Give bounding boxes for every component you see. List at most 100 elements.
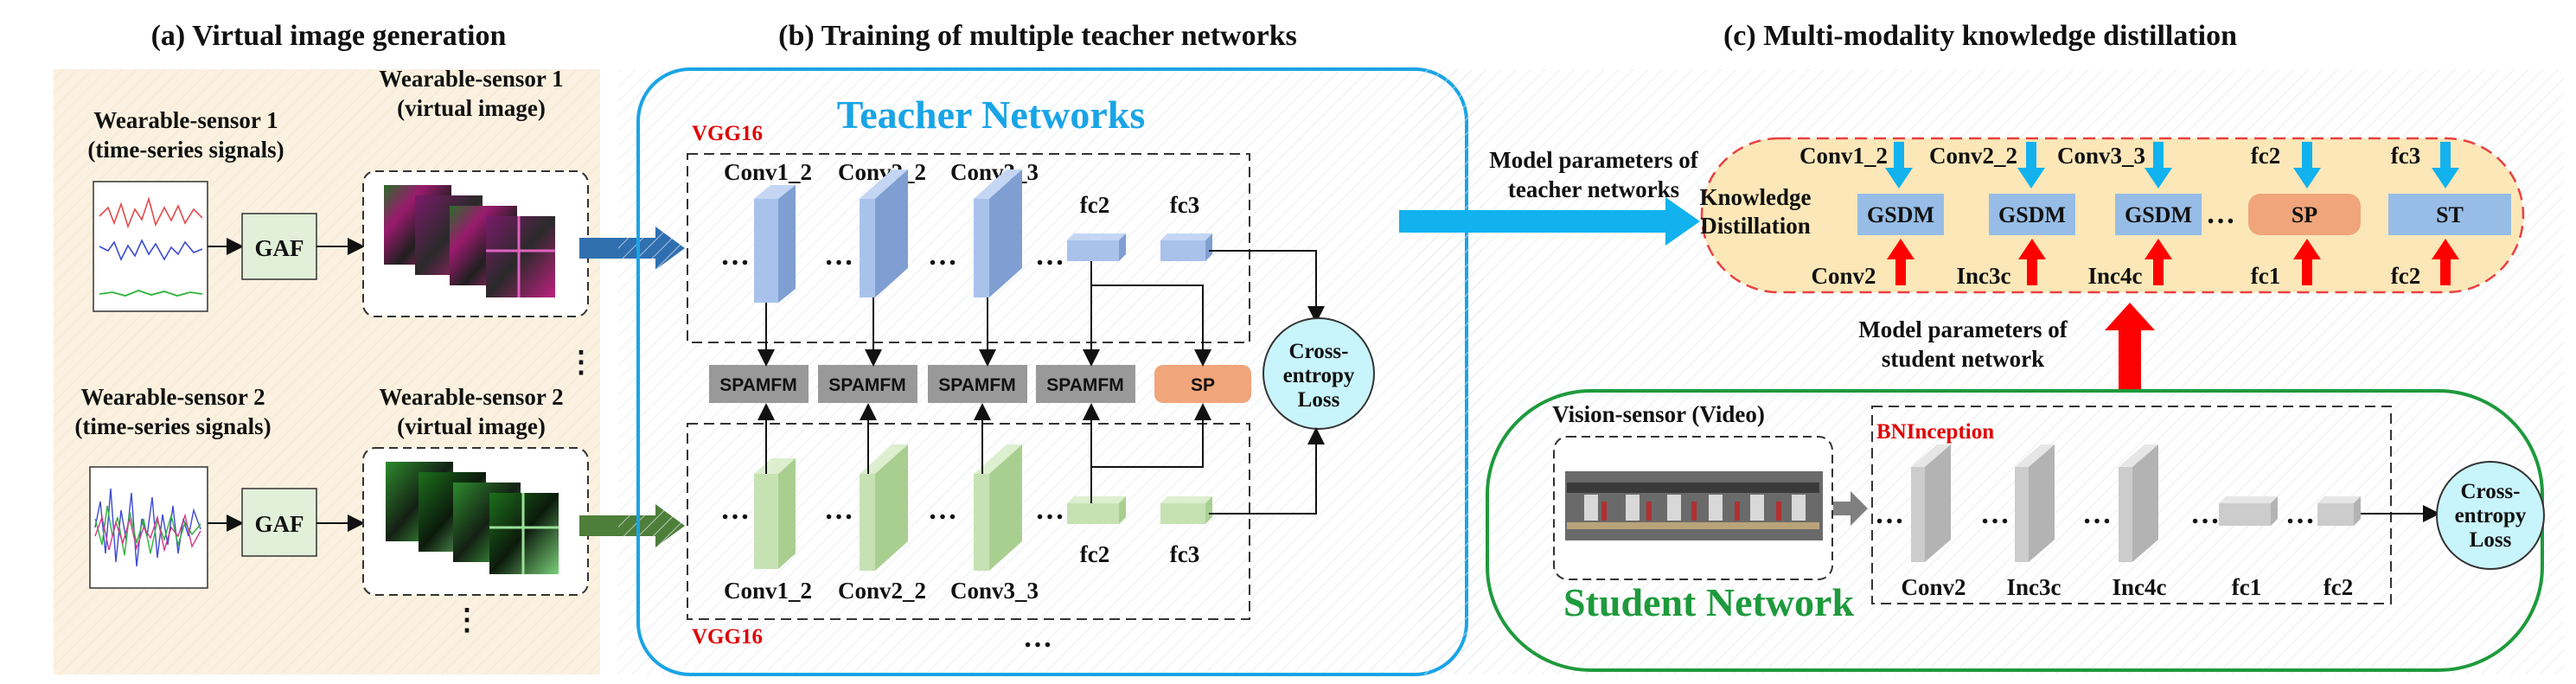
student-params-line2: student network <box>1882 346 2044 372</box>
svg-text:GSDM: GSDM <box>1867 202 1934 227</box>
top-layer-fc3: fc3 <box>1170 192 1199 218</box>
kd-ellipsis: … <box>2206 198 2235 230</box>
svg-text:…: … <box>1035 494 1064 526</box>
top-layer-conv1-2: Conv1_2 <box>724 159 812 185</box>
student-layer-conv2: Conv2 <box>1901 574 1966 600</box>
kd-student-layer-5: fc2 <box>2391 263 2420 289</box>
panel-b-title: (b) Training of multiple teacher network… <box>778 20 1297 52</box>
student-loss-circle <box>2436 461 2545 570</box>
panel-c: (c) Multi-modality knowledge distillatio… <box>1399 20 2564 674</box>
panel-a: (a) Virtual image generation Wearable-se… <box>54 20 600 674</box>
svg-text:…: … <box>928 494 957 526</box>
sensor2-sublabel: (time-series signals) <box>74 413 271 439</box>
svg-text:ST: ST <box>2436 202 2464 227</box>
svg-text:SPAMFM: SPAMFM <box>1046 375 1123 395</box>
kd-up-arrows <box>1887 239 2459 285</box>
bottom-layer-conv2-2: Conv2_2 <box>838 578 926 604</box>
sensor2-virtual-sublabel: (virtual image) <box>397 413 546 439</box>
svg-text:…: … <box>1035 240 1064 272</box>
vision-sensor-label: Vision-sensor (Video) <box>1552 401 1765 427</box>
panel-a-title: (a) Virtual image generation <box>151 20 507 52</box>
student-params-line1: Model parameters of <box>1858 316 2068 342</box>
gsdm-2 <box>1989 194 2075 235</box>
bottom-conv-blocks: … … … … <box>720 444 1212 571</box>
kd-label-line2: Distillation <box>1700 213 1811 239</box>
sensor2-virtual-label: Wearable-sensor 2 <box>379 384 563 410</box>
panel-b: (b) Training of multiple teacher network… <box>618 20 1483 676</box>
top-layer-fc2: fc2 <box>1080 192 1109 218</box>
gaf-box-1 <box>241 213 317 280</box>
fusion-row: SPAMFM SPAMFM SPAMFM SPAMFM SP <box>709 365 1251 403</box>
sensor1-label: Wearable-sensor 1 <box>93 107 278 133</box>
svg-text:…: … <box>2082 498 2112 530</box>
video-to-student-arrow <box>1833 491 1868 526</box>
student-params-arrow <box>2105 303 2155 391</box>
sp-box-kd <box>2248 194 2361 235</box>
top-to-fusion-arrows <box>757 250 1325 367</box>
svg-text:…: … <box>824 240 853 272</box>
svg-text:SP: SP <box>2292 202 2317 227</box>
gsdm-3 <box>2115 194 2202 235</box>
kd-student-layer-3: Inc4c <box>2088 263 2143 289</box>
kd-student-layer-4: fc1 <box>2251 263 2280 289</box>
teacher-params-line2: teacher networks <box>1508 176 1679 202</box>
panel-c-title: (c) Multi-modality knowledge distillatio… <box>1723 20 2237 52</box>
vgg16-bottom-label: VGG16 <box>692 625 763 649</box>
bottom-layer-conv3-3: Conv3_3 <box>950 578 1039 604</box>
kd-teacher-layer-1: Conv1_2 <box>1799 143 1888 169</box>
student-blocks: … … … … … <box>1875 444 2361 562</box>
teacher-networks-title: Teacher Networks <box>837 93 1145 137</box>
sensor1-sublabel: (time-series signals) <box>87 137 284 163</box>
svg-text:GSDM: GSDM <box>2125 202 2192 227</box>
svg-text:…: … <box>928 240 957 272</box>
svg-text:…: … <box>2285 498 2315 530</box>
gaf-label-2: GAF <box>255 511 304 537</box>
kd-student-layer-1: Conv2 <box>1811 263 1876 289</box>
bottom-to-fusion-arrows <box>757 403 1325 515</box>
kd-student-layer-2: Inc3c <box>1957 263 2011 289</box>
svg-text:SP: SP <box>1191 375 1215 395</box>
kd-down-arrows <box>1885 142 2459 189</box>
bottom-layer-fc2: fc2 <box>1080 541 1109 567</box>
teacher-loss-line2: entropy <box>1283 364 1355 387</box>
teacher-params-line1: Model parameters of <box>1489 147 1698 173</box>
svg-text:…: … <box>720 240 750 272</box>
vgg16-top-box <box>687 153 1250 343</box>
svg-text:…: … <box>720 494 750 526</box>
svg-text:…: … <box>824 494 853 526</box>
vgg16-bottom-box <box>687 423 1250 620</box>
kd-teacher-layer-5: fc3 <box>2391 143 2420 169</box>
student-loss-line3: Loss <box>2470 528 2512 552</box>
bninception-box <box>1871 406 2392 604</box>
svg-text:…: … <box>1875 498 1904 530</box>
svg-text:…: … <box>1980 498 2010 530</box>
virtual-more-ellipsis: ⋮ <box>452 604 482 636</box>
virtual-image-stack-2 <box>386 462 559 574</box>
bottom-layer-fc3: fc3 <box>1170 541 1199 567</box>
spamfm-2 <box>818 365 917 403</box>
svg-text:GSDM: GSDM <box>1998 202 2066 227</box>
sensor1-virtual-sublabel: (virtual image) <box>397 95 546 121</box>
teacher-loss-line1: Cross- <box>1289 340 1349 363</box>
sp-box-teacher <box>1154 365 1251 403</box>
student-layer-inc4c: Inc4c <box>2113 574 2167 600</box>
sensor1-virtual-label: Wearable-sensor 1 <box>379 66 563 92</box>
kd-teacher-layer-4: fc2 <box>2251 143 2280 169</box>
svg-text:SPAMFM: SPAMFM <box>719 375 796 395</box>
teacher-params-arrow <box>1399 197 1700 246</box>
sensor2-label: Wearable-sensor 2 <box>80 384 265 410</box>
gaf-box-2 <box>241 488 317 557</box>
student-loss-line1: Cross- <box>2461 480 2521 503</box>
student-layer-fc1: fc1 <box>2232 574 2261 600</box>
sensor-more-ellipsis: ⋮ <box>566 347 596 379</box>
bninception-label: BNInception <box>1876 420 1994 444</box>
sensor2-signal-plot <box>89 466 208 589</box>
teacher-loss-line3: Loss <box>1298 388 1340 412</box>
gaf-label-1: GAF <box>255 235 304 261</box>
vgg16-top-label: VGG16 <box>692 122 763 145</box>
virtual-image-stack-1 <box>384 185 555 297</box>
student-network-title: Student Network <box>1563 580 1854 624</box>
video-frames <box>1565 471 1823 540</box>
st-box <box>2388 194 2511 235</box>
